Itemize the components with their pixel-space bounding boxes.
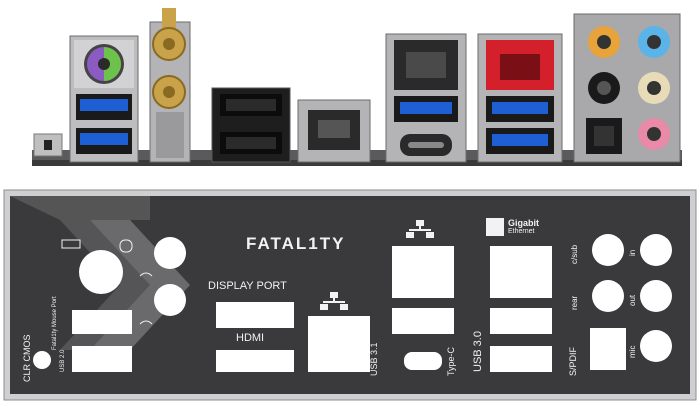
keyboard-icon — [61, 239, 81, 249]
wifi-antenna-connectors — [149, 8, 191, 163]
clr-cmos-label: CLR CMOS — [22, 334, 32, 382]
usb31-label: USB 3.1 — [369, 342, 379, 376]
spdif-label: S/PDIF — [568, 346, 578, 376]
audio-out-label: out — [628, 294, 637, 306]
lan-port-left — [297, 99, 371, 163]
audio-csub-label: c/sub — [570, 244, 579, 264]
gigabit-ethernet-logo: Gigabit Ethernet — [486, 218, 546, 240]
display-port-label: DISPLAY PORT — [208, 280, 287, 292]
gigabit-label: Gigabit — [508, 218, 539, 228]
wifi-icon — [139, 272, 153, 325]
audio-mic-label: mic — [628, 345, 637, 358]
rear-io-photo — [0, 0, 700, 175]
lan-icon-top — [406, 220, 434, 238]
io-shield: FATAL1TY DISPLAY PORT HDMI Gigabit Ether… — [0, 180, 700, 406]
hdmi-label: HDMI — [236, 332, 265, 344]
audio-rear-label: rear — [570, 295, 579, 310]
usb30-label: USB 3.0 — [472, 331, 484, 372]
gigabit-badge-icon — [486, 218, 504, 236]
typec-label: Type-C — [446, 346, 456, 376]
displayport-hdmi-stack — [211, 87, 291, 163]
ps2-usb-stack — [69, 35, 139, 163]
red-lan-usb-stack — [477, 33, 563, 163]
audio-jack-stack — [573, 13, 681, 163]
mouse-icon — [119, 239, 133, 253]
fatality-mouse-port-label: Fatal1ty Mouse Port — [52, 296, 58, 350]
usb20-label: USB 2.0 — [60, 349, 66, 372]
clr-cmos-button — [33, 133, 63, 157]
lan-usb31-typec-stack — [385, 33, 467, 163]
fatality-logo: FATAL1TY — [246, 234, 346, 253]
lan-icon-left — [320, 292, 348, 310]
ethernet-label: Ethernet — [508, 228, 535, 235]
audio-in-label: in — [628, 249, 637, 256]
